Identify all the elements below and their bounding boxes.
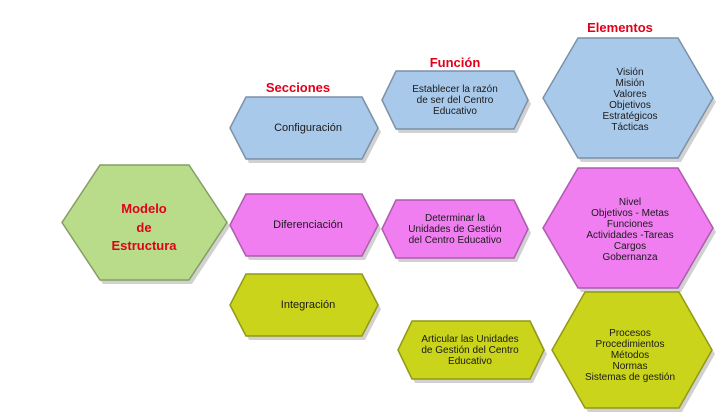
label-line: Articular las Unidades bbox=[421, 333, 519, 345]
label-line: de bbox=[136, 219, 152, 235]
label-line: Educativo bbox=[433, 105, 477, 117]
elements-node-1-hexagon bbox=[542, 37, 714, 159]
function-node-2-hexagon bbox=[381, 199, 529, 259]
label-line: Cargos bbox=[613, 241, 647, 252]
label-line: Tácticas bbox=[611, 122, 649, 133]
label-line: Procedimientos bbox=[595, 338, 665, 350]
label-line: Procesos bbox=[609, 327, 651, 339]
label-line: Nivel bbox=[618, 197, 642, 208]
section-configuracion-label: Configuración bbox=[274, 122, 342, 134]
main-node-hexagon bbox=[61, 164, 228, 281]
function-node-1-hexagon bbox=[381, 70, 529, 130]
header-secciones: Secciones bbox=[265, 80, 331, 95]
section-integracion-label: Integración bbox=[280, 299, 336, 311]
label-line: Misión bbox=[615, 78, 645, 89]
label-line: Estructura bbox=[111, 238, 177, 254]
label-line: Educativo bbox=[448, 355, 492, 367]
section-diferenciacion-label: Diferenciación bbox=[273, 219, 343, 231]
label-line: Sistemas de gestión bbox=[584, 371, 676, 383]
label-line: Objetivos - Metas bbox=[591, 208, 669, 219]
label-line: Visión bbox=[616, 67, 644, 78]
section-configuracion-hexagon bbox=[229, 96, 379, 160]
label-line: del Centro Educativo bbox=[408, 234, 502, 246]
label-line: Objetivos bbox=[609, 100, 651, 111]
label-line: Modelo bbox=[121, 200, 167, 216]
label-line: Funciones bbox=[606, 219, 654, 230]
label-line: Unidades de Gestión bbox=[408, 223, 502, 235]
label-line: Normas bbox=[612, 360, 648, 372]
header-elementos: Elementos bbox=[587, 20, 653, 35]
section-integracion-hexagon bbox=[229, 273, 379, 337]
label-line: de ser del Centro bbox=[416, 94, 494, 106]
header-funcion: Función bbox=[429, 55, 481, 70]
label-line: Establecer la razón bbox=[412, 83, 498, 95]
label-line: Actividades -Tareas bbox=[586, 230, 674, 241]
label-line: Valores bbox=[613, 89, 647, 100]
label-line: Estratégicos bbox=[602, 111, 658, 122]
label-line: de Gestión del Centro bbox=[421, 344, 519, 356]
function-node-3-hexagon bbox=[397, 320, 545, 380]
label-line: Métodos bbox=[610, 349, 650, 361]
elements-node-3-hexagon bbox=[551, 291, 713, 409]
section-diferenciacion-hexagon bbox=[229, 193, 379, 257]
label-line: Gobernanza bbox=[602, 252, 658, 263]
label-line: Determinar la bbox=[424, 212, 486, 224]
elements-node-2-hexagon bbox=[542, 167, 714, 289]
